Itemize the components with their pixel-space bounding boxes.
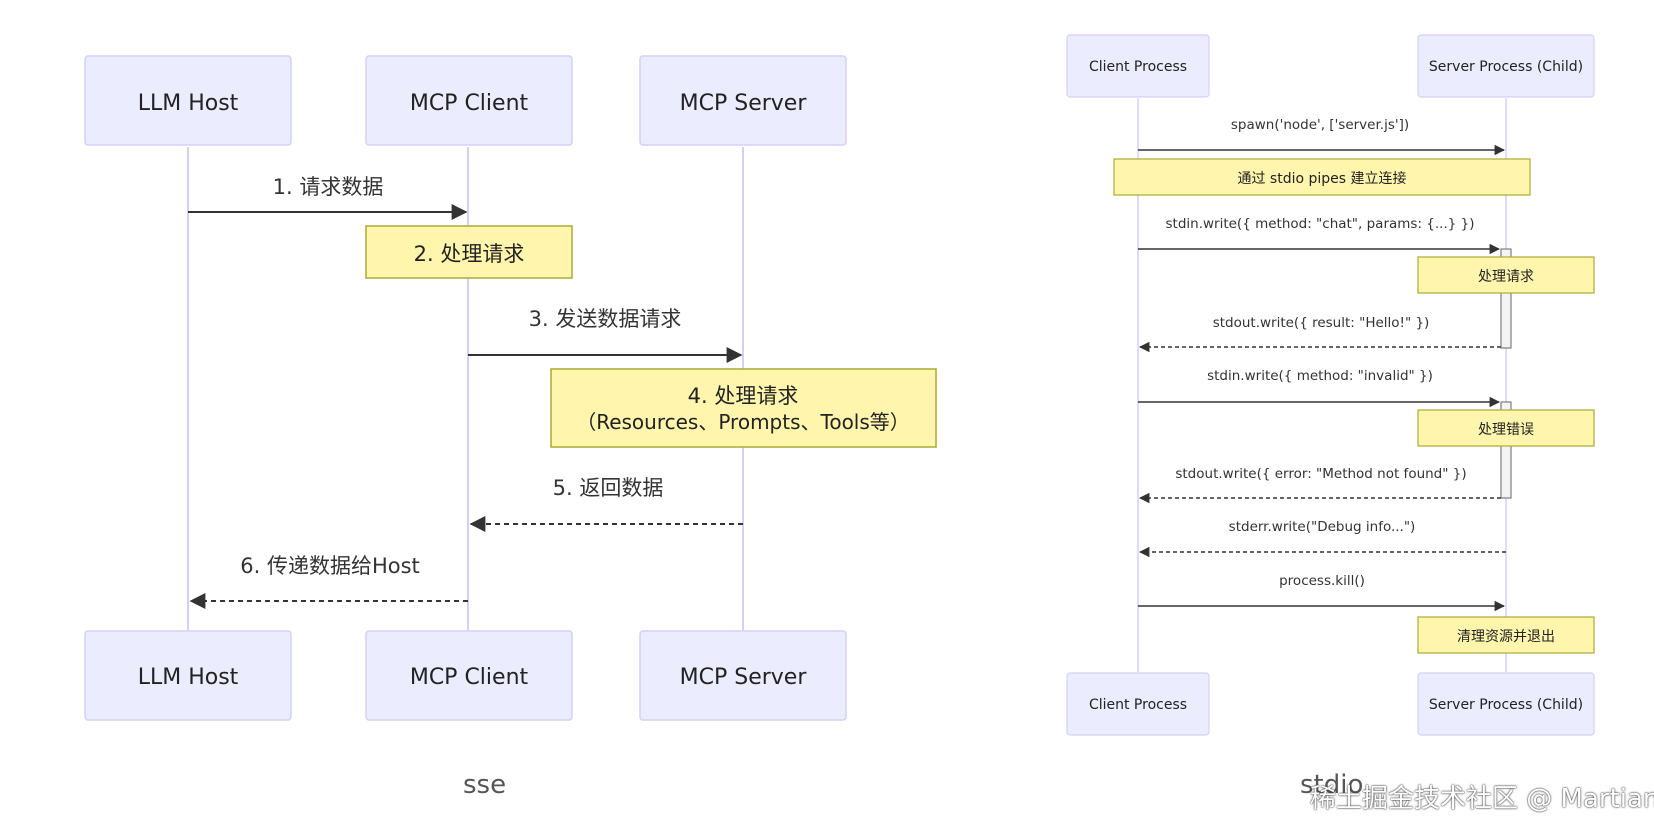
note-process-request: 2. 处理请求 (365, 225, 573, 279)
actor-mcp-server-top: MCP Server (639, 55, 847, 146)
actor-label: Server Process (Child) (1429, 697, 1583, 713)
actor-server-process-bottom: Server Process (Child) (1417, 672, 1595, 736)
actor-label: MCP Client (410, 665, 529, 690)
actor-mcp-client-bottom: MCP Client (365, 630, 573, 721)
note-handle-error: 处理错误 (1417, 409, 1595, 447)
message-label: process.kill() (1279, 573, 1365, 589)
sse-diagram: LLM Host MCP Client MCP Server 1. 请求数据 2… (84, 55, 937, 721)
watermark: 稀土掘金技术社区 @ Martian小小 (1310, 784, 1654, 814)
actor-label: Client Process (1089, 59, 1187, 75)
note-cleanup: 清理资源并退出 (1417, 616, 1595, 654)
message-label: stdout.write({ result: "Hello!" }) (1213, 315, 1430, 331)
actor-label: LLM Host (138, 91, 239, 116)
message-label: stdin.write({ method: "invalid" }) (1207, 368, 1433, 384)
actor-llm-host-top: LLM Host (84, 55, 292, 146)
actor-client-process-bottom: Client Process (1066, 672, 1210, 736)
message-label: 5. 返回数据 (553, 476, 664, 500)
actor-label: Server Process (Child) (1429, 59, 1583, 75)
actor-llm-host-bottom: LLM Host (84, 630, 292, 721)
actor-server-process-top: Server Process (Child) (1417, 34, 1595, 98)
actor-client-process-top: Client Process (1066, 34, 1210, 98)
activation-bar (1500, 401, 1512, 499)
actor-label: MCP Server (680, 665, 808, 690)
note-label: 处理错误 (1478, 422, 1534, 438)
message-label: 3. 发送数据请求 (529, 307, 682, 331)
note-label-line1: 4. 处理请求 (688, 384, 799, 408)
message-label: stdin.write({ method: "chat", params: {.… (1166, 216, 1475, 232)
activation-bar (1500, 248, 1512, 349)
note-pipes: 通过 stdio pipes 建立连接 (1113, 158, 1531, 196)
note-label: 2. 处理请求 (414, 242, 525, 266)
sse-caption: sse (463, 770, 507, 800)
note-label: 通过 stdio pipes 建立连接 (1237, 170, 1406, 187)
note-server-process: 4. 处理请求 （Resources、Prompts、Tools等） (550, 368, 937, 448)
note-label: 处理请求 (1478, 269, 1534, 285)
actor-mcp-server-bottom: MCP Server (639, 630, 847, 721)
actor-label: MCP Client (410, 91, 529, 116)
message-label: stderr.write("Debug info...") (1229, 519, 1416, 535)
actor-label: LLM Host (138, 665, 239, 690)
note-handle-request: 处理请求 (1417, 256, 1595, 294)
note-label: 清理资源并退出 (1457, 629, 1555, 645)
message-label: 6. 传递数据给Host (240, 554, 420, 578)
message-label: 1. 请求数据 (273, 175, 384, 199)
message-label: stdout.write({ error: "Method not found"… (1175, 466, 1466, 482)
actor-label: MCP Server (680, 91, 808, 116)
actor-label: Client Process (1089, 697, 1187, 713)
message-label: spawn('node', ['server.js']) (1231, 117, 1409, 133)
note-label-line2: （Resources、Prompts、Tools等） (576, 410, 910, 434)
stdio-caption: stdio (1300, 770, 1364, 800)
stdio-diagram: Client Process Server Process (Child) sp… (1066, 34, 1595, 736)
actor-mcp-client-top: MCP Client (365, 55, 573, 146)
